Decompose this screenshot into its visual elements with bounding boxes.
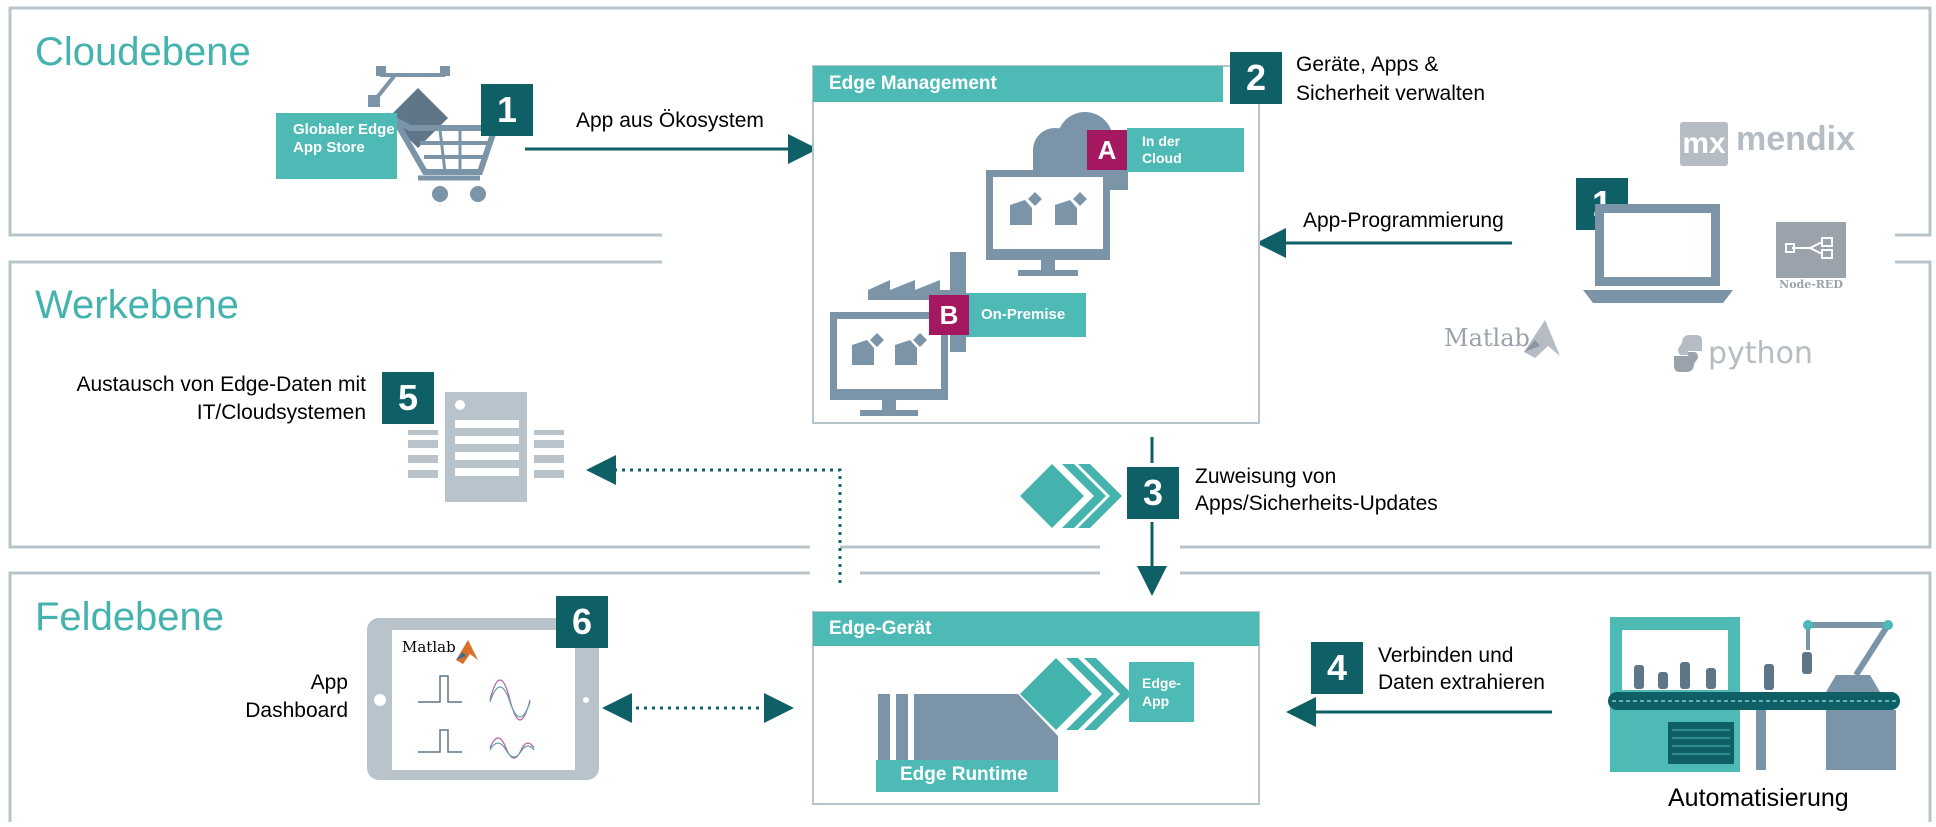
- matlab-logo-text: Matlab: [1444, 324, 1530, 352]
- exchange-line2: IT/Cloudsystemen: [196, 401, 366, 424]
- lane-title-field: Feldebene: [35, 595, 225, 639]
- edge-app-line2: App: [1142, 693, 1170, 709]
- management-side-text-line2: Sicherheit verwalten: [1296, 82, 1486, 105]
- nodered-logo: [1776, 222, 1846, 278]
- onprem-label: On-Premise: [966, 293, 1086, 337]
- lane-border-cloud: [8, 6, 1932, 237]
- badge-4-connect: 4: [1311, 642, 1363, 694]
- python-logo-text: python: [1708, 336, 1813, 371]
- connect-line1: Verbinden und: [1378, 644, 1514, 667]
- exchange-line1: Austausch von Edge-Daten mit: [76, 373, 367, 396]
- dashboard-matlab-text: Matlab: [402, 638, 456, 656]
- mendix-logo-mark: mx: [1680, 122, 1728, 166]
- label-app-from-ecosystem: App aus Ökosystem: [576, 109, 764, 132]
- mendix-logo-text: mendix: [1736, 120, 1856, 158]
- dashboard-line1: App: [310, 671, 348, 694]
- store-label: Globaler Edge App Store: [276, 113, 397, 179]
- lane-border-plant: [8, 260, 1932, 549]
- connect-line2: Daten extrahieren: [1378, 671, 1545, 694]
- label-app-programming: App-Programmierung: [1303, 209, 1504, 232]
- cloud-label-line1: In der: [1142, 133, 1181, 149]
- edge-device-title: Edge-Gerät: [813, 612, 1259, 646]
- badge-b-onprem: B: [929, 295, 969, 335]
- lane-title-cloud: Cloudebene: [35, 30, 251, 74]
- dashboard-line2: Dashboard: [245, 699, 348, 722]
- store-label-text: Globaler Edge App Store: [293, 121, 395, 156]
- badge-2-management: 2: [1230, 52, 1282, 104]
- lane-border-field: [8, 571, 1932, 822]
- badge-a-cloud: A: [1087, 130, 1127, 170]
- dotted-exchange-link: [586, 455, 842, 583]
- nodered-logo-icon: [1785, 237, 1833, 259]
- badge-3-assignment: 3: [1127, 467, 1179, 519]
- edge-app-line1: Edge-: [1142, 675, 1181, 691]
- nodered-logo-text: Node-RED: [1779, 278, 1843, 291]
- management-side-text-line1: Geräte, Apps &: [1296, 53, 1439, 76]
- edge-runtime-label: Edge Runtime: [876, 760, 1058, 792]
- edge-management-title: Edge Management: [813, 66, 1223, 102]
- badge-1-store: 1: [481, 84, 533, 136]
- assignment-line1: Zuweisung von: [1195, 465, 1337, 488]
- badge-5-exchange: 5: [382, 372, 434, 424]
- automation-label: Automatisierung: [1668, 784, 1849, 812]
- edge-app-box: Edge- App: [1129, 662, 1194, 722]
- cloud-label: In der Cloud: [1127, 128, 1244, 172]
- cloud-label-line2: Cloud: [1142, 150, 1182, 166]
- lane-title-plant: Werkebene: [35, 283, 239, 327]
- assignment-line2: Apps/Sicherheits-Updates: [1195, 492, 1438, 515]
- badge-6-dashboard: 6: [556, 596, 608, 648]
